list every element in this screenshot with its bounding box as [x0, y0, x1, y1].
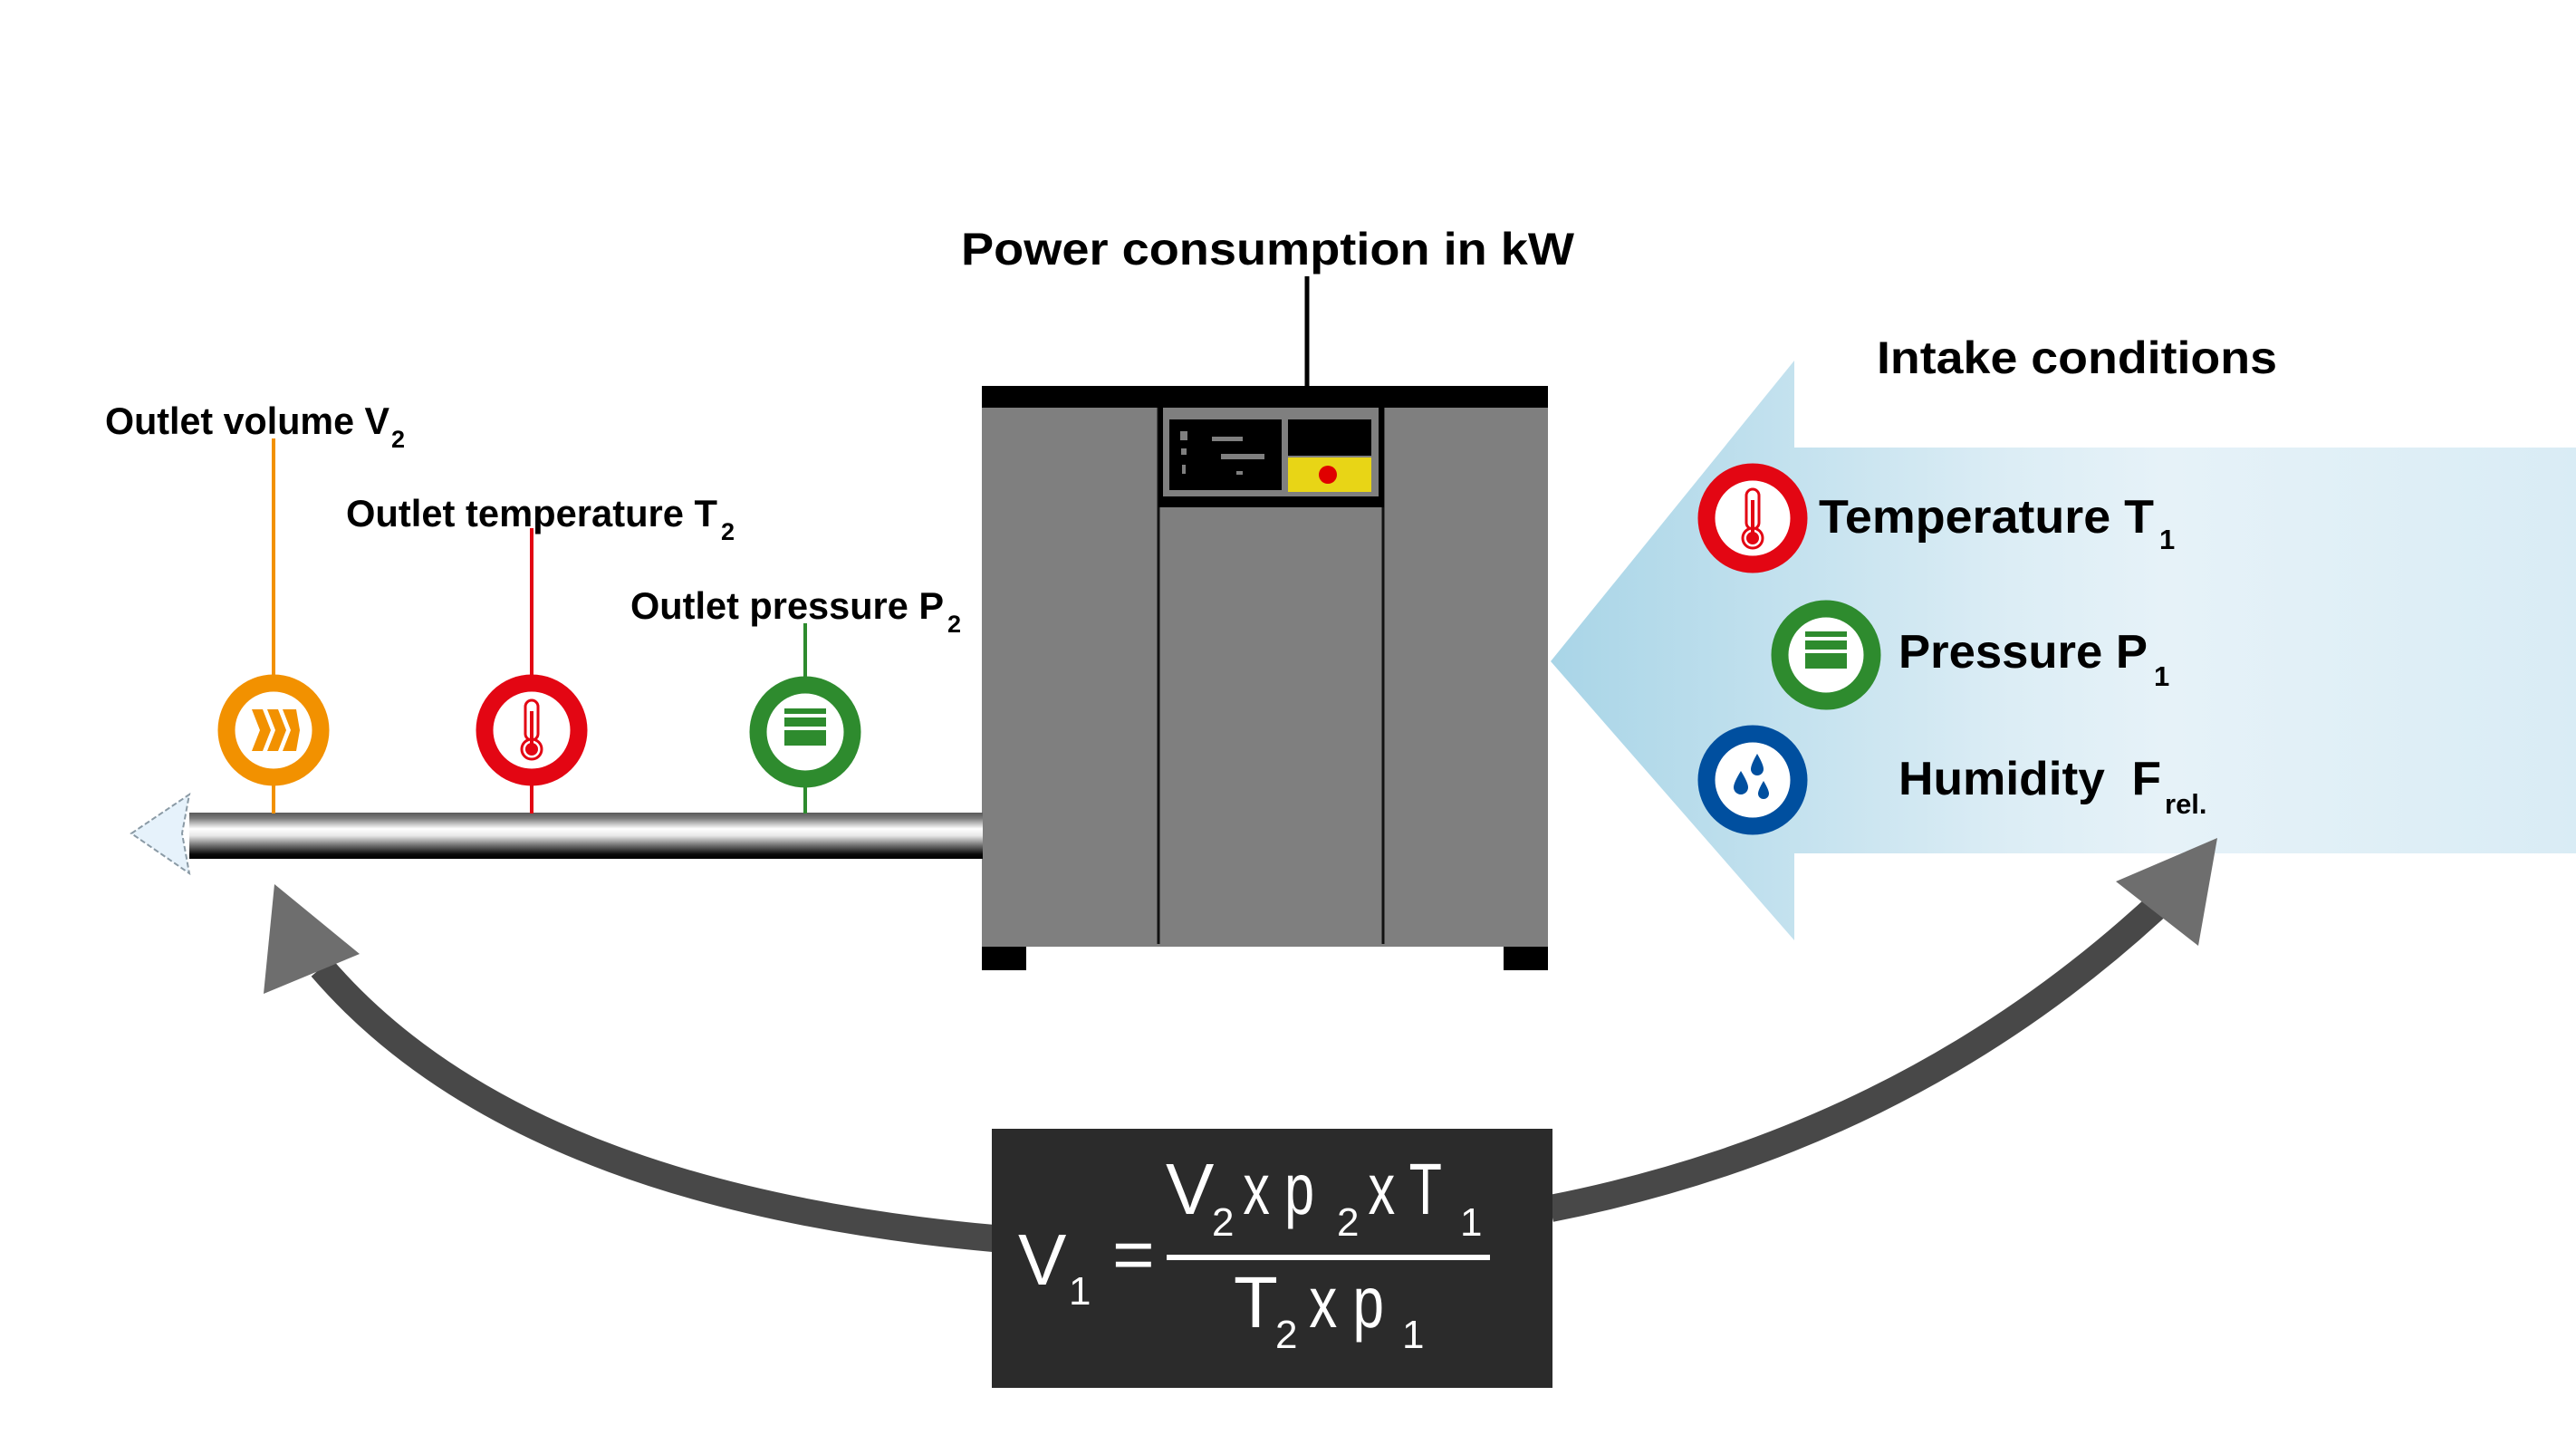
control-top-window	[1288, 419, 1371, 456]
formula-equals: =	[1112, 1214, 1155, 1295]
denominator-term: T	[1234, 1262, 1278, 1343]
sensor-ring	[1697, 725, 1808, 835]
outlet-sensor-temperature: Outlet temperature T 2	[346, 492, 735, 814]
compressor-foot-right	[1504, 946, 1548, 970]
screen-glyph	[1182, 465, 1186, 474]
pressure-bars-icon	[784, 708, 826, 746]
compressor-unit	[982, 386, 1548, 970]
sensor-ring	[217, 674, 330, 786]
fraction-line	[1167, 1255, 1490, 1260]
control-panel	[1158, 408, 1384, 507]
outlet-sensor-volume: Outlet volume V 2	[105, 400, 405, 814]
pipe-body	[189, 813, 983, 859]
cycle-arrow-right	[1548, 838, 2217, 1222]
intake-pressure-label: Pressure P	[1898, 626, 2148, 679]
thermometer-icon	[520, 698, 543, 761]
flow-chevrons-icon	[252, 709, 300, 751]
denominator-term: x p	[1293, 1262, 1384, 1343]
denominator-subscript: 2	[1275, 1313, 1297, 1357]
intake-humidity-label: Humidity F	[1898, 753, 2161, 805]
outlet-pressure-subscript: 2	[947, 611, 961, 638]
intake-pressure-subscript: 1	[2154, 660, 2169, 692]
outlet-direction-arrow-icon	[130, 792, 191, 876]
compressor-top-bar	[982, 386, 1548, 408]
outlet-pipe	[130, 792, 983, 876]
intake-temperature-label: Temperature T	[1819, 491, 2154, 544]
formula-box: V 1 = V 2 x p 2 x T 1 T 2 x p 1	[992, 1129, 1552, 1388]
intake-humidity-subscript: rel.	[2165, 788, 2207, 820]
outlet-volume-label: Outlet volume V	[105, 400, 389, 442]
arrowhead-right-icon	[2116, 838, 2217, 946]
cycle-arrow-shaft	[311, 958, 995, 1252]
screen-glyph	[1221, 454, 1264, 459]
outlet-pressure-label: Outlet pressure P	[630, 584, 944, 627]
intake-air-arrow	[1551, 361, 2576, 940]
formula-lhs-subscript: 1	[1069, 1269, 1091, 1314]
screen-glyph	[1180, 431, 1187, 440]
numerator-subscript: 2	[1212, 1200, 1234, 1245]
cycle-arrow-shaft	[1548, 889, 2175, 1222]
outlet-volume-subscript: 2	[391, 426, 405, 453]
outlet-temperature-subscript: 2	[721, 518, 735, 545]
screen-glyph	[1181, 448, 1187, 455]
outlet-sensor-pressure: Outlet pressure P 2	[630, 584, 961, 814]
intake-temperature-subscript: 1	[2159, 524, 2175, 555]
intake-conditions-title: Intake conditions	[1877, 332, 2277, 383]
numerator-term: V	[1166, 1149, 1215, 1229]
indicator-light-icon	[1319, 466, 1337, 484]
screen-glyph	[1236, 471, 1243, 475]
intake-arrow-shape	[1551, 361, 2576, 940]
outlet-temperature-label: Outlet temperature T	[346, 492, 717, 534]
intake-sensor-temperature: Temperature T 1	[1697, 463, 2175, 573]
intake-sensor-pressure: Pressure P 1	[1771, 600, 2169, 710]
thermometer-icon	[1741, 487, 1764, 550]
water-drops-icon	[1734, 754, 1769, 799]
numerator-subscript: 2	[1337, 1200, 1359, 1245]
pressure-bars-icon	[1805, 631, 1847, 669]
screen-glyph	[1212, 437, 1243, 441]
arrowhead-left-icon	[264, 884, 360, 994]
formula-lhs: V	[1018, 1219, 1067, 1300]
numerator-term: x T	[1353, 1149, 1442, 1229]
intake-sensor-humidity: Humidity F rel.	[1697, 725, 2207, 835]
denominator-subscript: 1	[1402, 1313, 1424, 1357]
numerator-term: x p	[1228, 1149, 1314, 1229]
cycle-arrow-left	[264, 884, 995, 1252]
power-consumption-title: Power consumption in kW	[961, 224, 1575, 274]
compressor-foot-left	[982, 946, 1026, 970]
numerator-subscript: 1	[1460, 1200, 1482, 1245]
